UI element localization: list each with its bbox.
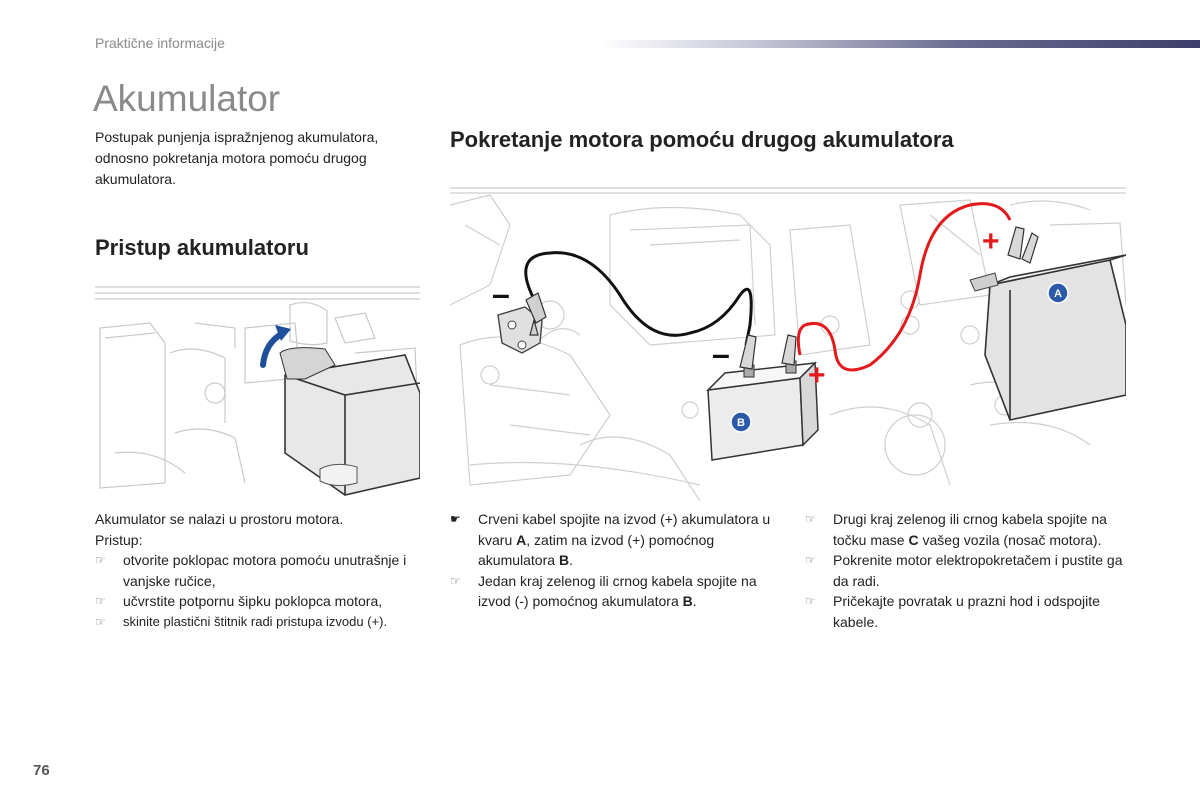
label-b: B (737, 417, 745, 429)
pointing-hand-icon: ☞ (805, 553, 816, 567)
pointing-hand-icon: ☞ (805, 512, 816, 526)
plus-sign-battery-a: + (982, 225, 1000, 258)
jump-steps-col1: ☛Crveni kabel spojite na izvod (+) akumu… (450, 509, 780, 612)
minus-sign-battery-b: – (712, 336, 730, 372)
list-item: ☞Pokrenite motor elektropokretačem i pus… (805, 552, 1123, 589)
access-steps-list: ☞otvorite poklopac motora pomoću unutraš… (95, 550, 425, 632)
heading-jump-start: Pokretanje motora pomoću drugog akumulat… (450, 127, 954, 152)
access-label: Pristup: (95, 531, 143, 548)
page-title: Akumulator (93, 78, 281, 119)
pointing-hand-icon: ☛ (450, 512, 461, 526)
battery-access-illustration (95, 286, 420, 496)
jump-steps-col2: ☞Drugi kraj zelenog ili crnog kabela spo… (805, 509, 1135, 632)
page-number: 76 (33, 762, 50, 779)
list-item: ☞Jedan kraj zelenog ili crnog kabela spo… (450, 572, 757, 610)
intro-text: Postupak punjenja ispražnjenog akumulato… (95, 129, 379, 187)
pointing-hand-icon: ☞ (95, 553, 106, 567)
list-item: ☞skinite plastični štitnik radi pristupa… (95, 612, 425, 633)
pointing-hand-icon: ☞ (450, 573, 461, 588)
plus-sign-battery-b: + (808, 359, 826, 392)
pointing-hand-icon: ☞ (95, 614, 106, 629)
minus-sign-ground: – (492, 276, 510, 312)
jump-start-illustration: B A – – + + (450, 187, 1126, 501)
header-gradient-bar (600, 40, 1200, 48)
label-a: A (1054, 288, 1062, 300)
pointing-hand-icon: ☞ (95, 594, 106, 608)
list-item: ☞učvrstite potpornu šipku poklopca motor… (95, 591, 425, 612)
left-column-text: Akumulator se nalazi u prostoru motora. … (95, 509, 425, 632)
battery-location-text: Akumulator se nalazi u prostoru motora. (95, 511, 344, 527)
list-item: ☞Drugi kraj zelenog ili crnog kabela spo… (805, 511, 1107, 548)
list-item: ☞otvorite poklopac motora pomoću unutraš… (95, 552, 407, 589)
section-header: Praktične informacije (95, 35, 225, 51)
heading-battery-access: Pristup akumulatoru (95, 235, 309, 260)
list-item: ☞Pričekajte povratak u prazni hod i odsp… (805, 593, 1100, 630)
pointing-hand-icon: ☞ (805, 594, 816, 608)
list-item: ☛Crveni kabel spojite na izvod (+) akumu… (450, 511, 771, 568)
